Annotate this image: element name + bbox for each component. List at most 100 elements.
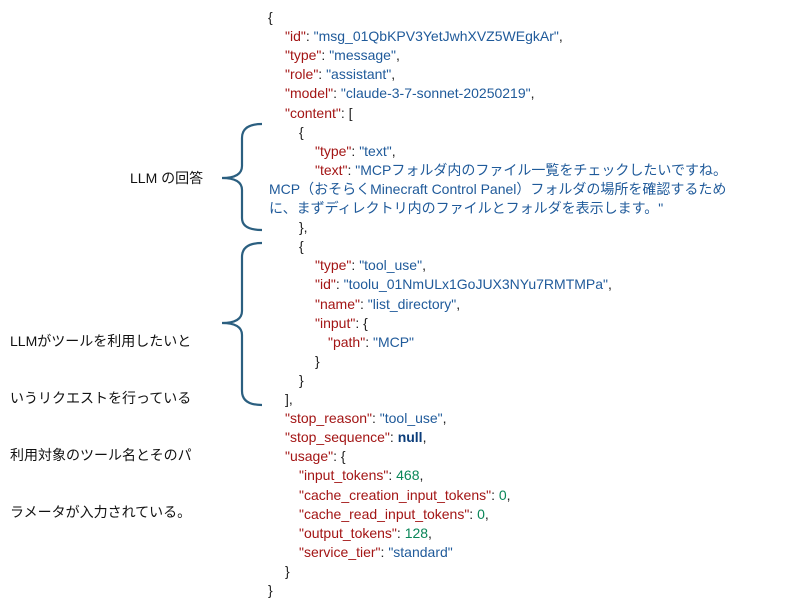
json-key: "role" [285,66,319,83]
json-string: "list_directory" [367,295,457,312]
json-punct: , [422,429,427,446]
code-line: { [268,8,273,27]
json-punct: : [389,429,398,446]
json-punct: : [305,28,314,45]
code-line: } [299,371,304,390]
code-line: } [268,581,273,600]
code-line: "role": "assistant", [285,65,395,84]
json-key: "output_tokens" [299,524,397,541]
brace-llm-answer [221,122,263,232]
json-punct: , [395,47,400,64]
json-punct: , [456,295,461,312]
json-string: "message" [329,47,396,64]
json-punct: : [351,257,360,274]
json-punct: : [335,276,344,293]
json-string: "standard" [388,543,453,560]
json-string: "tool_use" [359,257,423,274]
json-key: "input" [315,314,356,331]
json-punct: : [469,505,478,522]
json-punct: : [333,85,341,102]
json-punct: , [391,66,396,83]
json-punct: : [388,467,397,484]
code-line: "name": "list_directory", [315,295,460,314]
code-line: } [285,562,290,581]
json-key: "cache_creation_input_tokens" [299,486,492,503]
json-string: "claude-3-7-sonnet-20250219" [340,85,531,102]
code-line: "usage": { [285,447,346,466]
json-punct: : [372,410,380,427]
json-string: "MCPフォルダ内のファイル一覧をチェックしたいですね。 [355,161,727,178]
json-punct: , [484,505,489,522]
code-line: "output_tokens": 128, [299,524,432,543]
json-string: "text" [359,142,392,159]
json-punct: , [391,142,396,159]
json-key: "cache_read_input_tokens" [299,505,470,522]
json-punct: } [268,582,273,598]
code-line: "text": "MCPフォルダ内のファイル一覧をチェックしたいですね。 [315,161,727,180]
code-line: "id": "msg_01QbKPV3YetJwhXVZ5WEgkAr", [285,27,563,46]
json-key: "input_tokens" [299,467,389,484]
json-number: 128 [404,524,429,541]
json-null: null [397,429,423,446]
code-line: "content": [ [285,104,353,123]
json-punct: , [506,486,511,503]
label-llm-answer: LLM の回答 [130,170,204,186]
json-key: "usage" [285,448,334,465]
json-string: "tool_use" [379,410,443,427]
json-punct: }, [299,219,308,236]
json-number: 0 [498,486,507,503]
json-punct: } [285,562,290,579]
json-key: "type" [285,47,322,64]
label-line: ラメータが入力されている。 [10,504,192,520]
code-line: "type": "text", [315,142,396,161]
code-line: "type": "tool_use", [315,256,426,275]
json-punct: : [347,161,356,178]
json-key: "path" [328,333,366,350]
code-line: "type": "message", [285,46,400,65]
json-string: に、まずディレクトリ内のファイルとフォルダを表示します。" [269,200,664,216]
json-punct: , [608,276,612,293]
json-key: "stop_reason" [285,410,372,427]
json-key: "id" [285,28,306,45]
json-punct: : [318,66,327,83]
code-line: "cache_creation_input_tokens": 0, [299,486,511,505]
code-line: "stop_reason": "tool_use", [285,409,447,428]
brace-tool-request [221,241,263,407]
json-key: "type" [315,257,352,274]
json-punct: , [428,524,432,541]
json-punct: : { [333,448,346,465]
json-punct: : { [355,314,368,331]
code-line: "cache_read_input_tokens": 0, [299,505,489,524]
json-punct: : [380,543,389,560]
json-punct: ], [285,391,293,407]
label-tool-request: LLMがツールを利用したいと いうリクエストを行っている 利用対象のツール名とそ… [10,294,192,541]
json-punct: { [268,9,273,25]
json-string: "assistant" [326,66,392,83]
code-line: "input": { [315,314,368,333]
json-punct: } [315,352,320,369]
code-line: "input_tokens": 468, [299,466,423,485]
code-line: { [299,237,304,256]
json-punct: , [558,28,563,45]
json-punct: : [321,47,330,64]
code-line: }, [299,218,308,237]
code-line: ], [285,390,293,409]
label-line: LLMがツールを利用したいと [10,333,192,349]
json-key: "id" [315,276,336,293]
json-string: "toolu_01NmULx1GoJUX3NYu7RMTMPa" [343,276,609,293]
json-punct: : [351,142,360,159]
json-punct: , [530,85,535,102]
code-line: "stop_sequence": null, [285,428,426,447]
json-string: MCP（おそらくMinecraft Control Panel）フォルダの場所を… [269,180,727,197]
json-punct: : [359,295,368,312]
json-punct: : [ [340,104,353,121]
json-string: "msg_01QbKPV3YetJwhXVZ5WEgkAr" [313,28,559,45]
json-key: "stop_sequence" [285,429,390,446]
code-line: MCP（おそらくMinecraft Control Panel）フォルダの場所を… [269,180,726,199]
json-punct: , [419,467,424,484]
json-punct: : [491,486,499,503]
json-key: "model" [285,85,334,102]
json-punct: { [299,238,304,255]
json-key: "content" [285,104,341,121]
